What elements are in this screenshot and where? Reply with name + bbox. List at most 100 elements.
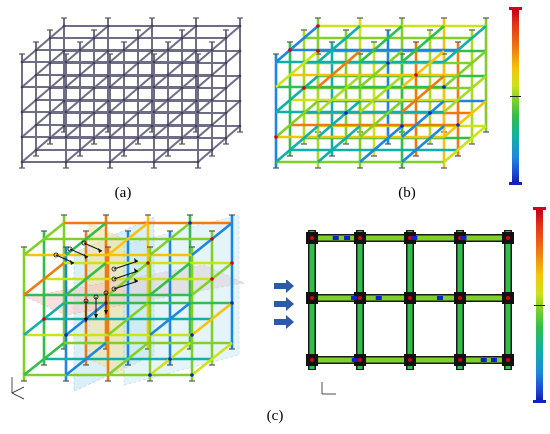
joint: [62, 49, 66, 53]
joint: [108, 135, 112, 139]
joint: [106, 124, 110, 128]
ledger-y: [317, 25, 361, 63]
ledger-y: [149, 221, 191, 257]
joint: [34, 48, 38, 52]
joint: [180, 61, 184, 65]
transition-arrows: [272, 280, 296, 336]
joint: [20, 85, 24, 89]
joint: [180, 136, 184, 140]
stress-hotspot: [316, 24, 320, 28]
ledger-y: [23, 261, 65, 297]
stress-hotspot: [386, 61, 390, 65]
right-arrow-icon: [274, 315, 294, 329]
joint: [238, 124, 242, 128]
joint: [194, 24, 198, 28]
force-origin: [67, 246, 73, 252]
ledger-y: [21, 25, 65, 63]
joint: [64, 85, 68, 89]
ledger-y: [21, 100, 65, 138]
arrow-head: [70, 260, 74, 265]
stress-hotspot: [230, 301, 234, 305]
node-hotspot: [310, 296, 314, 300]
node-hotspot: [506, 296, 510, 300]
stress-hotspot: [351, 296, 358, 300]
joint: [166, 73, 170, 77]
node-hotspot: [310, 236, 314, 240]
joint: [152, 135, 156, 139]
stress-hotspot: [428, 111, 432, 115]
stress-hotspot: [436, 296, 443, 300]
stress-hotspot: [351, 358, 358, 362]
joint: [238, 99, 242, 103]
force-arrow-icon: [113, 280, 139, 290]
ledger-y: [21, 75, 65, 113]
stress-hotspot: [490, 358, 497, 362]
joint: [48, 111, 52, 115]
stress-hotspot: [168, 357, 172, 361]
force-origin: [103, 290, 109, 296]
stress-hotspot: [190, 373, 194, 377]
stress-hotspot: [148, 373, 152, 377]
stress-colored-scaffold: [273, 17, 489, 169]
scaffold-c-left: [21, 214, 235, 382]
caption-a: (a): [114, 185, 132, 201]
color-scale-b: [509, 7, 522, 185]
joint: [224, 86, 228, 90]
ledger-y: [197, 75, 241, 113]
joint: [136, 86, 140, 90]
joint: [136, 36, 140, 40]
right-arrow-icon: [274, 280, 294, 329]
panel-b-stress-contour: [262, 12, 494, 182]
arrow-head: [98, 248, 102, 253]
joint: [78, 73, 82, 77]
stress-hotspot: [344, 111, 348, 115]
joint: [20, 160, 24, 164]
ledger-y: [359, 50, 403, 88]
stress-hotspot: [288, 48, 292, 52]
ledger-y: [149, 301, 191, 337]
node-hotspot: [506, 236, 510, 240]
joint: [48, 86, 52, 90]
ledger-y: [107, 221, 149, 257]
ledger-y: [107, 261, 149, 297]
ledger-y: [401, 125, 445, 163]
joint: [64, 135, 68, 139]
ledger-y: [317, 75, 361, 113]
caption-b: (b): [398, 185, 416, 201]
joint: [78, 48, 82, 52]
ledger-y: [191, 341, 233, 377]
joint: [166, 148, 170, 152]
joint: [78, 123, 82, 127]
arrow-head: [84, 254, 88, 259]
joint: [210, 73, 214, 77]
ledger-y: [317, 50, 361, 88]
scaffold-b: [273, 17, 489, 169]
joint: [152, 160, 156, 164]
ledger-y: [65, 25, 109, 63]
joint: [194, 49, 198, 53]
stress-hotspot: [480, 358, 487, 362]
joint: [62, 74, 66, 78]
stress-hotspot: [188, 221, 192, 225]
joint: [122, 98, 126, 102]
panel-a-scaffold-model: [6, 12, 246, 182]
joint: [122, 148, 126, 152]
joint: [224, 61, 228, 65]
force-origin: [53, 252, 59, 258]
joint: [48, 61, 52, 65]
ledger-y: [109, 50, 153, 88]
arrow-head: [104, 310, 108, 315]
ledger-y: [275, 100, 319, 138]
color-scale-min-marker: [509, 182, 522, 185]
ledger-y: [153, 50, 197, 88]
joint: [92, 111, 96, 115]
force-origin: [111, 286, 117, 292]
joint: [108, 60, 112, 64]
ledger-y: [275, 50, 319, 88]
joint: [150, 49, 154, 53]
node-hotspot: [358, 358, 362, 362]
ledger-y: [359, 75, 403, 113]
ledger-y: [401, 50, 445, 88]
joint: [106, 74, 110, 78]
force-origin: [111, 266, 117, 272]
